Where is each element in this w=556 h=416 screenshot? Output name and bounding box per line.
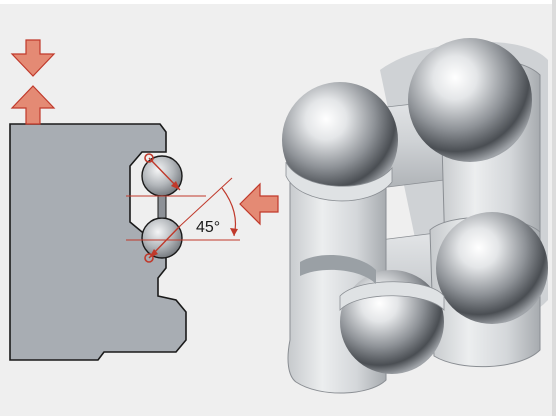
angle-leg	[179, 177, 233, 227]
lower-ball	[141, 217, 183, 259]
right-border	[552, 0, 556, 416]
angle-label: 45°	[196, 219, 220, 236]
cage-slot	[300, 255, 376, 284]
rail-profile	[9, 123, 187, 361]
ball-bottom-right	[436, 212, 548, 324]
load-arrows	[10, 39, 279, 226]
ball-retainer	[157, 195, 167, 219]
load-arrowhead-lower	[149, 249, 158, 258]
top-caption: ...	[10, 0, 19, 3]
ball-top-left	[282, 82, 398, 198]
contact-point-top	[144, 153, 154, 163]
arrow-up-icon	[10, 85, 56, 125]
load-arrowhead-upper	[171, 181, 180, 190]
rail-cross-section: 45°	[9, 123, 240, 361]
ball-cage-rendering	[282, 38, 548, 394]
retainer-lip-top-left	[285, 161, 393, 202]
arrow-down-icon	[10, 39, 56, 77]
arrow-left-icon	[239, 182, 279, 226]
angle-arc-arrowhead	[230, 228, 238, 236]
top-caption-strip: ...	[0, 0, 556, 4]
contact-point-bottom	[144, 253, 154, 263]
retainer-lip-bottom-left	[339, 281, 445, 312]
ball-top-right	[408, 38, 532, 162]
